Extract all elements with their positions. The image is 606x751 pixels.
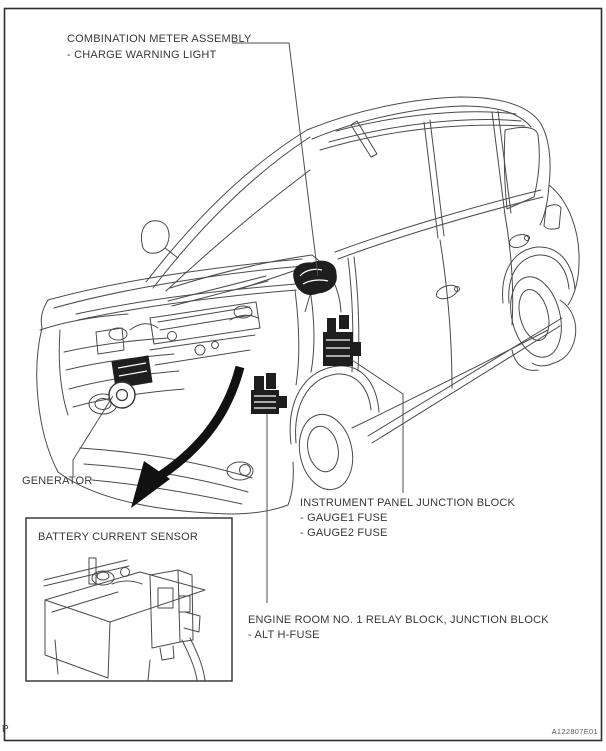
- instrument-panel-junction-block-leader: [351, 359, 404, 493]
- ipjb-fuse-1: - GAUGE1 FUSE: [300, 512, 388, 524]
- generator-callout: GENERATOR: [22, 474, 92, 489]
- combination-meter-illustration: [293, 260, 337, 313]
- vehicle-line-art: [36, 96, 580, 515]
- instrument-panel-junction-block-callout: INSTRUMENT PANEL JUNCTION BLOCK - GAUGE1…: [300, 496, 515, 541]
- battery-sensor-inset: [25, 517, 233, 682]
- page-letter: P: [2, 724, 9, 735]
- combination-meter-subitem: - CHARGE WARNING LIGHT: [67, 49, 217, 61]
- combination-meter-callout: COMBINATION METER ASSEMBLY - CHARGE WARN…: [67, 31, 252, 63]
- engine-room-relay-block-callout: ENGINE ROOM NO. 1 RELAY BLOCK, JUNCTION …: [248, 613, 549, 643]
- engine-room-relay-block-illustration: [251, 373, 287, 414]
- figure-border: [3, 7, 603, 742]
- generator-leader: [72, 395, 114, 476]
- ipjb-fuse-2: - GAUGE2 FUSE: [300, 527, 388, 539]
- zoom-arrow: [131, 365, 245, 508]
- engine-room-relay-block-subitem: - ALT H-FUSE: [248, 629, 320, 641]
- combination-meter-leader: [232, 42, 319, 277]
- battery-current-sensor-title: BATTERY CURRENT SENSOR: [38, 531, 199, 543]
- battery-current-sensor-callout: BATTERY CURRENT SENSOR: [38, 530, 198, 545]
- generator-title: GENERATOR: [22, 475, 93, 487]
- figure-id-code: A122807E01: [551, 727, 598, 736]
- instrument-panel-junction-block-illustration: [323, 315, 361, 366]
- ipjb-title: INSTRUMENT PANEL JUNCTION BLOCK: [300, 497, 516, 509]
- engine-room-relay-block-title: ENGINE ROOM NO. 1 RELAY BLOCK, JUNCTION …: [248, 614, 549, 626]
- generator-illustration: [108, 355, 153, 409]
- combination-meter-title: COMBINATION METER ASSEMBLY: [67, 33, 252, 45]
